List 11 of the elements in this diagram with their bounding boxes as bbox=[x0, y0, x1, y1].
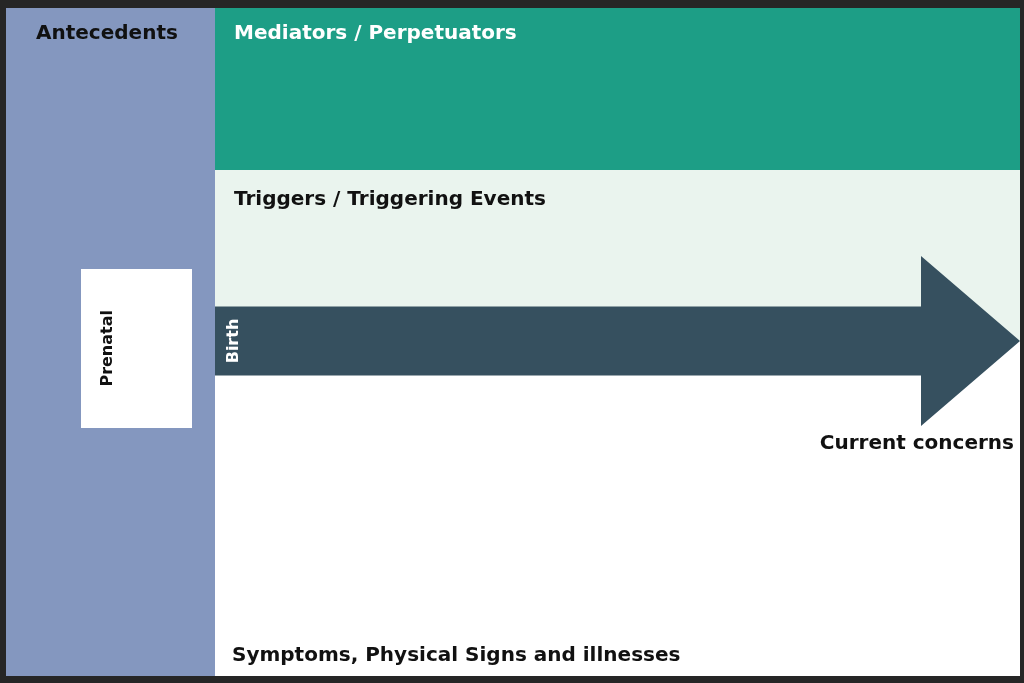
band-heading: Triggers / Triggering Events bbox=[234, 186, 546, 210]
band-panel bbox=[6, 8, 215, 676]
arrow-label: Birth bbox=[223, 318, 242, 364]
band-heading: Symptoms, Physical Signs and illnesses bbox=[232, 642, 681, 666]
period-box bbox=[81, 269, 192, 428]
arrow-end-label: Current concerns bbox=[819, 430, 1014, 454]
timeline-arrow bbox=[215, 256, 1020, 426]
band-heading: Mediators / Perpetuators bbox=[234, 20, 517, 44]
box-label: Prenatal bbox=[97, 310, 116, 387]
band-panel bbox=[215, 8, 1020, 170]
band-heading: Antecedents bbox=[36, 20, 178, 44]
